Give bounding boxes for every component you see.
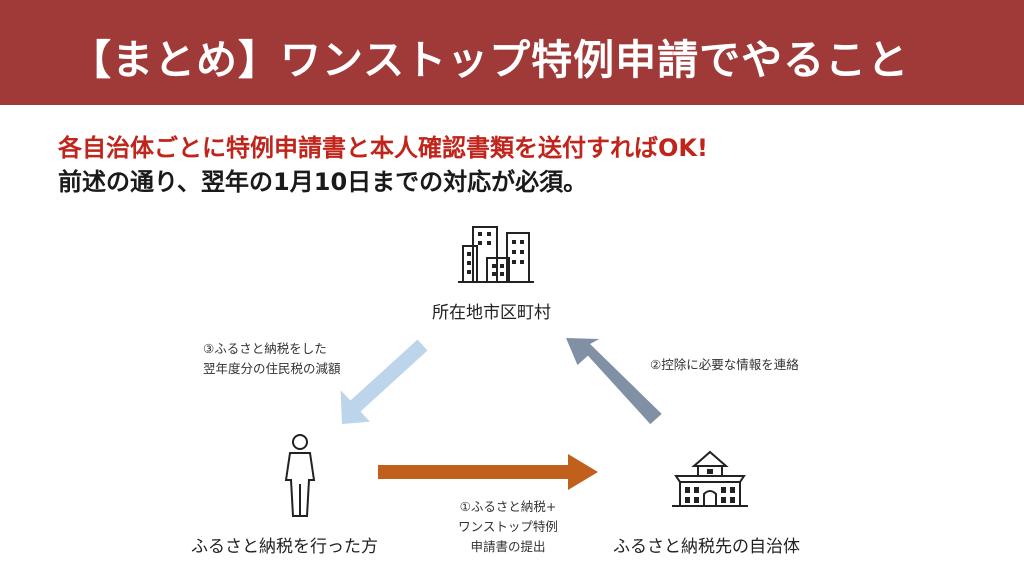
person-label: ふるさと納税を行った方 — [191, 537, 378, 557]
step3-line1: ③ふるさと納税をした — [203, 341, 327, 356]
step3-line2: 翌年度分の住民税の減額 — [203, 361, 341, 376]
arrow-step3 — [340, 339, 428, 424]
destination-label: ふるさと納税先の自治体 — [613, 537, 800, 557]
step1-label: ①ふるさと納税+ ワンストップ特例 申請書の提出 — [441, 497, 575, 557]
summary-line-1: 各自治体ごとに特例申請書と本人確認書類を送付すればOK! — [58, 134, 708, 162]
title-banner: 【まとめ】ワンストップ特例申請でやること — [0, 0, 1024, 105]
arrow-step2 — [566, 338, 662, 425]
step3-label: ③ふるさと納税をした 翌年度分の住民税の減額 — [203, 339, 341, 379]
city-hall-icon — [672, 450, 748, 507]
step1-line2: ワンストップ特例 — [458, 519, 558, 534]
step2-label: ②控除に必要な情報を連絡 — [650, 355, 799, 375]
arrow-step1 — [378, 454, 598, 490]
buildings-icon — [458, 226, 534, 283]
step1-line1: ①ふるさと納税+ — [459, 499, 557, 514]
municipality-label: 所在地市区町村 — [432, 303, 551, 323]
page-title: 【まとめ】ワンストップ特例申請でやること — [70, 36, 910, 84]
step1-line3: 申請書の提出 — [470, 539, 546, 554]
summary-line-2: 前述の通り、翌年の1月10日までの対応が必須。 — [58, 168, 588, 196]
step2-line1: ②控除に必要な情報を連絡 — [650, 357, 799, 372]
person-icon — [284, 434, 316, 517]
